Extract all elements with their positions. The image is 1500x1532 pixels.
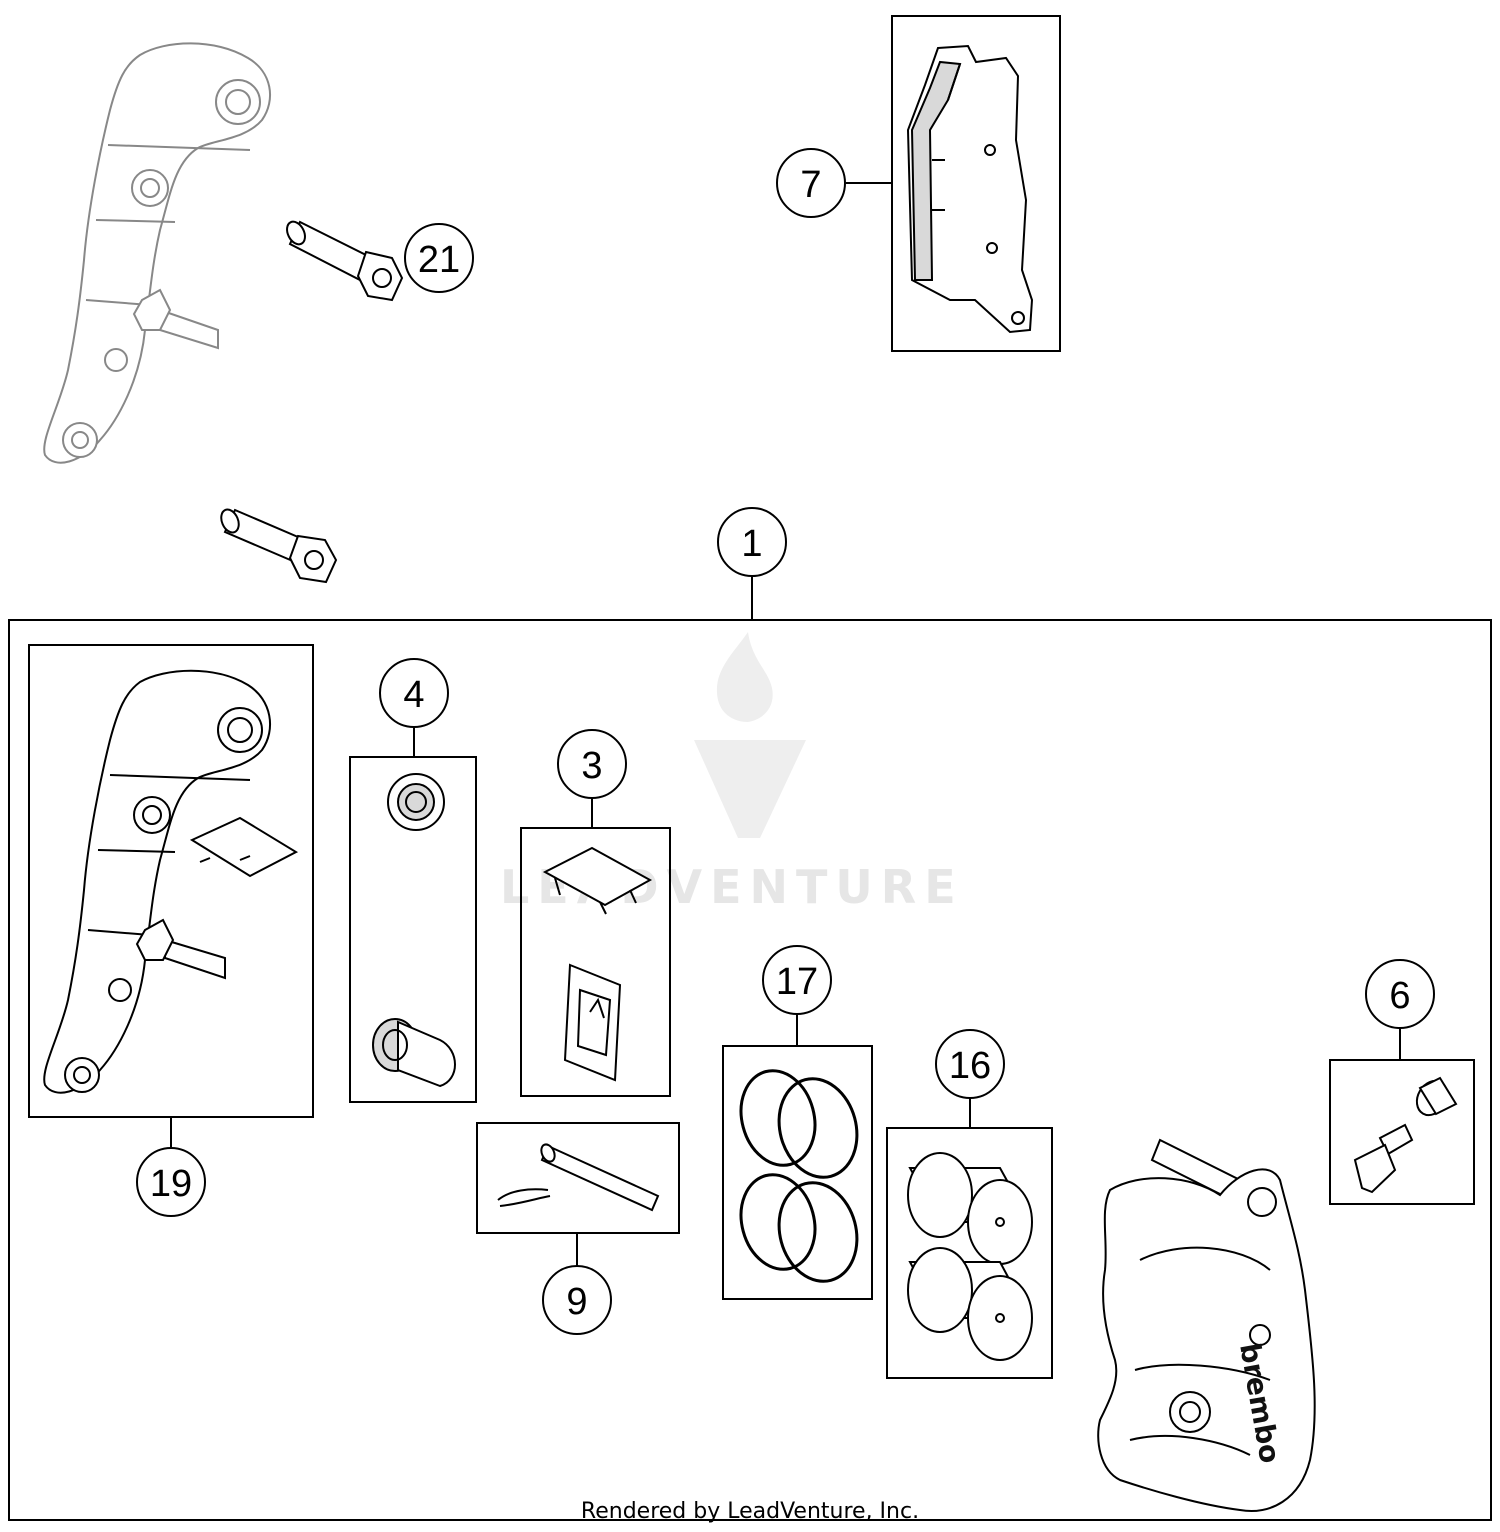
svg-text:9: 9 (566, 1281, 587, 1323)
seal-rings-group-17 (722, 1014, 873, 1300)
svg-text:21: 21 (418, 239, 460, 281)
footer-credit: Rendered by LeadVenture, Inc. (581, 1499, 919, 1524)
callout-3: 3 (557, 729, 627, 799)
callout-9: 9 (542, 1265, 612, 1335)
svg-text:7: 7 (800, 164, 821, 206)
callout-4: 4 (379, 658, 449, 728)
pad-pin-group-9 (476, 1122, 680, 1266)
svg-text:6: 6 (1389, 975, 1410, 1017)
bracket-group-19 (28, 644, 314, 1148)
leadventure-logo-icon (694, 632, 806, 838)
svg-text:17: 17 (776, 961, 818, 1003)
callout-1: 1 (717, 507, 787, 620)
callout-19: 19 (136, 1147, 206, 1217)
caliper-assembly-frame (8, 619, 1492, 1521)
bracket-ghost (43, 42, 271, 464)
slide-pin-boots-group-4 (349, 727, 477, 1103)
caliper-body: brembo (1097, 1138, 1316, 1512)
svg-text:3: 3 (581, 745, 602, 787)
pad-springs-group-3 (520, 798, 671, 1097)
svg-text:1: 1 (741, 523, 762, 565)
svg-text:16: 16 (949, 1045, 991, 1087)
callout-21: 21 (404, 223, 474, 293)
bleeder-valve-group-6 (1329, 1028, 1475, 1205)
callout-17: 17 (762, 945, 832, 1015)
callout-16: 16 (935, 1029, 1005, 1099)
bolt-21 (286, 220, 404, 302)
callout-6: 6 (1365, 959, 1435, 1029)
svg-text:19: 19 (150, 1163, 192, 1205)
bolt-lower (220, 508, 338, 584)
callout-7: 7 (776, 148, 846, 218)
svg-text:4: 4 (403, 674, 424, 716)
pistons-group-16 (886, 1098, 1053, 1379)
brake-pad-group (846, 15, 1061, 352)
